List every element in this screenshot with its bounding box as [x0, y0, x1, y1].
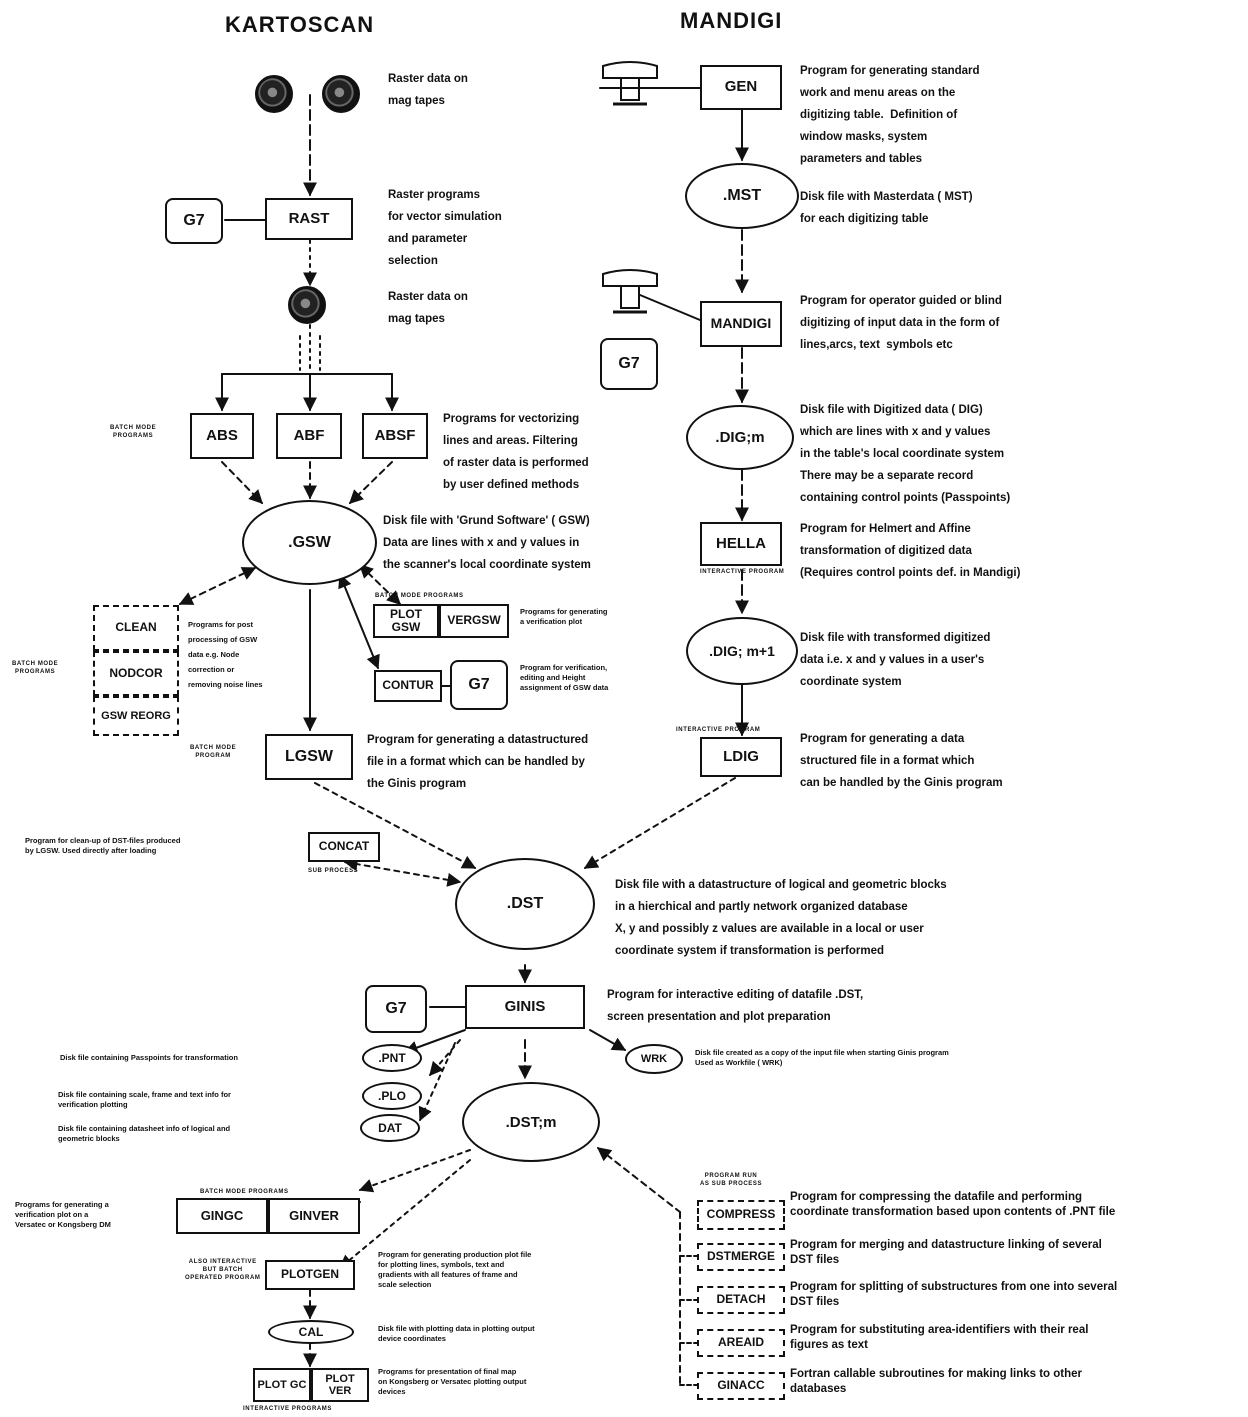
mandigi-node: MANDIGI — [700, 301, 782, 347]
lgsw-description: Program for generating a datastructured … — [367, 734, 589, 790]
ldig-description: Program for generating a data structured… — [800, 733, 1003, 789]
ginis-description: Program for interactive editing of dataf… — [607, 989, 864, 1023]
interactive-tag: INTERACTIVE PROGRAMS — [243, 1406, 333, 1412]
ginacc-node: GINACC — [697, 1372, 785, 1400]
ldig-node: LDIG — [700, 737, 782, 777]
dig-description: Disk file with Digitized data ( DIG) whi… — [800, 404, 1011, 504]
terminal-icon — [602, 269, 658, 314]
concat-description: Program for clean-up of DST-files produc… — [25, 836, 181, 855]
cal-file-node: CAL — [268, 1320, 354, 1344]
gen-node: GEN — [700, 65, 782, 110]
pnt-description: Disk file containing Passpoints for tran… — [60, 1053, 238, 1062]
hella-node: HELLA — [700, 522, 782, 566]
terminal-icon — [602, 61, 658, 106]
dst-m-file-node: .DST;m — [462, 1082, 600, 1162]
batch-mode-tag: BATCH MODE PROGRAMS — [110, 425, 157, 439]
clean-description: Programs for post processing of GSW data… — [188, 620, 263, 689]
tape-reel-icon — [255, 75, 293, 113]
plot-ver-node: PLOT VER — [311, 1368, 369, 1402]
gingc-node: GINGC — [176, 1198, 268, 1234]
plotgen-node: PLOTGEN — [265, 1260, 355, 1290]
mandigi-heading: MANDIGI — [680, 8, 783, 33]
plot-gc-description: Programs for presentation of final map o… — [378, 1367, 527, 1396]
vergsw-node: VERGSW — [439, 604, 509, 638]
g7-node: G7 — [600, 338, 658, 390]
plo-description: Disk file containing scale, frame and te… — [58, 1090, 231, 1109]
pnt-file-node: .PNT — [362, 1044, 422, 1072]
raster-data-label: Raster data on mag tapes — [388, 73, 468, 107]
plot-gc-node: PLOT GC — [253, 1368, 311, 1402]
lgsw-node: LGSW — [265, 734, 353, 780]
cal-description: Disk file with plotting data in plotting… — [378, 1324, 535, 1343]
gen-description: Program for generating standard work and… — [800, 65, 980, 165]
batch-mode-tag: BATCH MODE PROGRAMS — [375, 593, 464, 599]
concat-node: CONCAT — [308, 832, 380, 862]
ginis-node: GINIS — [465, 985, 585, 1029]
plotgen-description: Program for generating production plot f… — [378, 1250, 532, 1289]
vectorize-description: Programs for vectorizing lines and areas… — [443, 413, 589, 491]
contur-node: CONTUR — [374, 670, 442, 702]
batch-mode-tag: BATCH MODE PROGRAMS — [200, 1189, 289, 1195]
tape-reel-icon — [288, 286, 326, 324]
clean-node: CLEAN — [93, 605, 179, 651]
rast-node: RAST — [265, 198, 353, 240]
interactive-tag: INTERACTIVE PROGRAM — [676, 727, 761, 733]
mst-description: Disk file with Masterdata ( MST) for eac… — [800, 191, 973, 225]
compress-node: COMPRESS — [697, 1200, 785, 1230]
batch-mode-tag: BATCH MODE PROGRAM — [190, 745, 237, 759]
dst-description: Disk file with a datastructure of logica… — [615, 879, 947, 957]
g7-node: G7 — [165, 198, 223, 244]
gsw-file-node: .GSW — [242, 500, 377, 585]
contur-description: Program for verification, editing and He… — [520, 663, 609, 692]
kartoscan-heading: KARTOSCAN — [225, 12, 375, 37]
gsw-reorg-node: GSW REORG — [93, 696, 179, 736]
wrk-description: Disk file created as a copy of the input… — [695, 1048, 949, 1067]
plot-gsw-description: Programs for generating a verification p… — [520, 607, 608, 626]
plotgen-mode-tag: ALSO INTERACTIVE BUT BATCH OPERATED PROG… — [185, 1259, 261, 1281]
ginver-node: GINVER — [268, 1198, 360, 1234]
wrk-file-node: WRK — [625, 1044, 683, 1074]
dig-file-node: .DIG;m — [686, 405, 794, 470]
areaid-node: AREAID — [697, 1329, 785, 1357]
compress-mode-tag: PROGRAM RUN AS SUB PROCESS — [700, 1173, 763, 1187]
gsw-description: Disk file with 'Grund Software' ( GSW) D… — [383, 515, 591, 571]
dstmerge-description: Program for merging and datastructure li… — [790, 1239, 1102, 1266]
dat-description: Disk file containing datasheet info of l… — [58, 1124, 231, 1143]
plot-gsw-node: PLOT GSW — [373, 604, 439, 638]
compress-description: Program for compressing the datafile and… — [790, 1191, 1116, 1218]
detach-node: DETACH — [697, 1286, 785, 1314]
dig-m1-file-node: .DIG; m+1 — [686, 617, 798, 685]
dat-file-node: DAT — [360, 1114, 420, 1142]
dig-m1-description: Disk file with transformed digitized dat… — [800, 632, 991, 688]
g7-node: G7 — [365, 985, 427, 1033]
raster-data-label-2: Raster data on mag tapes — [388, 291, 468, 325]
g7-node: G7 — [450, 660, 508, 710]
sub-process-tag: SUB PROCESS — [308, 868, 359, 874]
hella-description: Program for Helmert and Affine transform… — [800, 523, 1021, 579]
dst-file-node: .DST — [455, 858, 595, 950]
mandigi-description: Program for operator guided or blind dig… — [800, 295, 1002, 351]
detach-description: Program for splitting of substructures f… — [790, 1281, 1118, 1308]
gingc-description: Programs for generating a verification p… — [15, 1200, 111, 1229]
plo-file-node: .PLO — [362, 1082, 422, 1110]
batch-mode-tag: BATCH MODE PROGRAMS — [12, 661, 59, 675]
dstmerge-node: DSTMERGE — [697, 1243, 785, 1271]
abf-node: ABF — [276, 413, 342, 459]
tape-reel-icon — [322, 75, 360, 113]
interactive-tag: INTERACTIVE PROGRAM — [700, 569, 785, 575]
areaid-description: Program for substituting area-identifier… — [790, 1324, 1089, 1351]
absf-node: ABSF — [362, 413, 428, 459]
mst-file-node: .MST — [685, 163, 799, 229]
nodcor-node: NODCOR — [93, 651, 179, 696]
abs-node: ABS — [190, 413, 254, 459]
ginacc-description: Fortran callable subroutines for making … — [790, 1368, 1083, 1395]
rast-description: Raster programs for vector simulation an… — [388, 189, 502, 267]
